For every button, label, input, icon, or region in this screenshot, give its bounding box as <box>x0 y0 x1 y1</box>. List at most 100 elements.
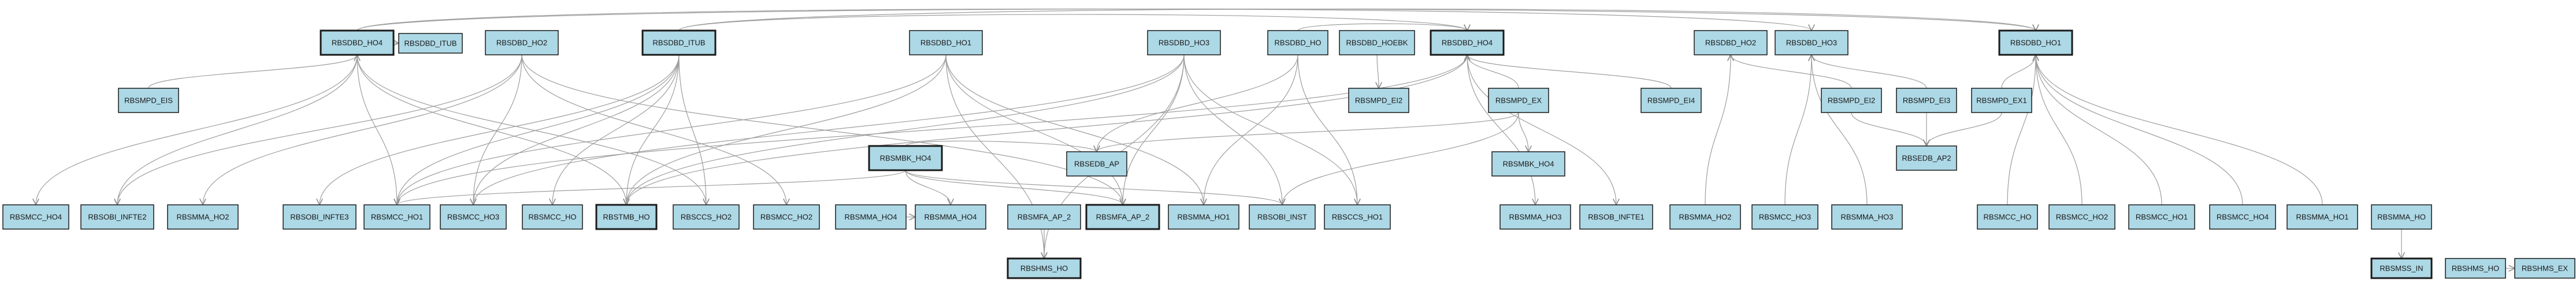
edge-rbsmma-ho1-b-to-rbsdbd-ho1-b <box>2036 55 2323 205</box>
edge-rbsmpd-ei2-b-to-rbsdbd-ho2-b <box>1731 54 1852 89</box>
edge-rbsmbk-ho4-to-rbsmfa-ap-2-b <box>905 170 1123 205</box>
node-label: RBSDBD_HO2 <box>496 39 547 47</box>
edge-rbsdbd-itub-2-to-rbsmcc-ho <box>552 54 680 205</box>
node-box <box>1085 204 1160 230</box>
node-box <box>1971 88 2032 113</box>
edge-rbsdbd-itub-2-to-rbstmb-ho <box>626 54 680 205</box>
node-label: RBSMCC_HO3 <box>447 213 499 222</box>
edge-rbsdbd-ho-to-rbsccs-ho1 <box>1297 54 1357 205</box>
edge-rbsdbd-ho4-b-to-rbstmb-ho <box>626 54 1468 205</box>
node-rbstmb-ho: RBSTMB_HO <box>595 204 658 230</box>
node-box <box>1339 30 1415 55</box>
edge-rbsdbd-ho4-b-to-rbsob-infte1 <box>1467 54 1616 205</box>
edge-rbsmpd-ei4-to-rbsdbd-ho4-b <box>1467 54 1672 89</box>
node-label: RBSOBI_INFTE3 <box>290 213 348 222</box>
node-box <box>673 204 740 230</box>
node-label: RBSMMA_HO3 <box>1840 213 1893 222</box>
node-box <box>835 204 907 230</box>
edge-rbsdbd-itub-2-to-rbsdbd-ho4-b <box>678 14 1467 31</box>
edge-rbsdbd-ho4-to-rbsccs-ho2 <box>357 54 706 205</box>
edge-rbsmcc-ho3-b-to-rbsdbd-ho3-b <box>1784 55 1812 205</box>
edge-rbsdbd-ho4-to-rbsdbd-ho3-b <box>357 8 1812 31</box>
edge-rbsmbk-ho4-to-rbsobi-inst <box>905 170 1282 205</box>
node-box <box>1694 30 1768 55</box>
edge-rbsdbd-itub-2-to-rbsmcc-ho3 <box>473 54 680 205</box>
node-label: RBSMCC_HO4 <box>10 213 62 222</box>
node-label: RBSMMA_HO <box>2377 213 2426 222</box>
node-rbsedb-ap2: RBSEDB_AP2 <box>1896 145 1957 171</box>
node-box <box>2287 204 2358 230</box>
edge-rbsdbd-ho3-to-rbsobi-inst <box>1183 54 1282 205</box>
edge-rbsdbd-ho3-to-rbsccs-ho1 <box>1183 54 1357 205</box>
edge-rbsdbd-ho1-top-to-rbsmfa-ap-2-b <box>945 54 1123 205</box>
edge-rbsmbk-ho4-to-rbsedb-ap <box>905 140 1097 152</box>
edge-rbsdbd-ho1-top-to-rbsmcc-ho1 <box>397 54 946 205</box>
node-rbsmpd-ei4: RBSMPD_EI4 <box>1640 88 1702 113</box>
node-box <box>1775 30 1849 55</box>
node-rbsdbd-ho2-b: RBSDBD_HO2 <box>1694 30 1768 55</box>
node-rbsccs-ho1: RBSCCS_HO1 <box>1324 204 1391 230</box>
node-box <box>641 29 717 56</box>
node-rbsmpd-ei2-b: RBSMPD_EI2 <box>1821 88 1882 113</box>
edge-rbsdbd-ho4-to-rbsdbd-ho1-b <box>357 8 2036 31</box>
edge-rbsmma-ho3-b-to-rbsdbd-ho3-b <box>1812 55 1868 205</box>
node-rbsdbd-ho2: RBSDBD_HO2 <box>485 30 559 55</box>
node-rbsccs-ho2: RBSCCS_HO2 <box>673 204 740 230</box>
node-label: RBSMFA_AP_2 <box>1018 213 1071 222</box>
node-box <box>283 204 357 230</box>
node-label: RBSOBI_INFTE2 <box>88 213 146 222</box>
node-box <box>1499 204 1571 230</box>
node-box <box>1491 151 1565 177</box>
edge-rbsdbd-ho4-to-rbstmb-ho <box>357 54 626 205</box>
node-rbsmma-ho3-b: RBSMMA_HO3 <box>1831 204 1903 230</box>
node-box <box>2371 204 2432 230</box>
edge-rbsdbd-ho4-b-to-rbsmma-ho3 <box>1467 54 1535 205</box>
node-rbsdbd-ho4: RBSDBD_HO4 <box>320 29 395 56</box>
node-label: RBSMCC_HO1 <box>2136 213 2188 222</box>
node-label: RBSMMA_HO4 <box>924 213 977 222</box>
edge-rbsmpd-ex-to-rbsmbk-ho4-b <box>1518 112 1528 152</box>
node-box <box>1977 204 2038 230</box>
edge-rbsdbd-ho-to-rbsedb-ap <box>1097 54 1298 152</box>
node-rbsmcc-ho3-b: RBSMCC_HO3 <box>1751 204 1818 230</box>
node-label: RBSMPD_EX <box>1495 96 1542 105</box>
node-rbsmma-ho4-b: RBSMMA_HO4 <box>915 204 986 230</box>
node-box <box>2048 204 2115 230</box>
node-label: RBSMCC_HO4 <box>2217 213 2269 222</box>
node-label: RBSOBI_INST <box>1257 213 1307 222</box>
node-box <box>1579 204 1653 230</box>
edge-rbsdbd-ho3-to-rbsmfa-ap-2-b <box>1123 54 1185 205</box>
node-label: RBSMMA_HO3 <box>1509 213 1561 222</box>
node-label: RBSMMA_HO2 <box>176 213 229 222</box>
node-rbsmss-in: RBSMSS_IN <box>2370 257 2433 279</box>
node-rbsmma-ho1: RBSMMA_HO1 <box>1168 204 1239 230</box>
edge-rbsdbd-ho4-to-rbsobi-infte2 <box>117 54 358 205</box>
node-box <box>1751 204 1818 230</box>
edge-rbsmcc-ho2-b-to-rbsdbd-ho1-b <box>2036 55 2083 205</box>
node-rbsmpd-ex: RBSMPD_EX <box>1488 88 1549 113</box>
edge-rbsdbd-ho-to-rbsmma-ho1 <box>1204 54 1298 205</box>
edge-rbsdbd-ho2-to-rbsmma-ho2 <box>203 54 522 205</box>
edge-rbsdbd-ho2-to-rbsmfa-ap-2-b <box>521 54 1123 205</box>
node-box <box>167 204 239 230</box>
node-label: RBSMFA_AP_2 <box>1096 213 1150 222</box>
node-rbsmma-ho2: RBSMMA_HO2 <box>167 204 239 230</box>
edge-rbsdbd-ho3-to-rbstmb-ho <box>626 54 1185 205</box>
node-label: RBSMPD_EI3 <box>1903 96 1950 105</box>
node-rbsmpd-ex1: RBSMPD_EX1 <box>1971 88 2032 113</box>
node-label: RBSMSS_IN <box>2380 264 2423 273</box>
edges-layer <box>36 8 2515 269</box>
node-label: RBSMPD_EX1 <box>1976 96 2026 105</box>
node-rbsmcc-ho1-b: RBSMCC_HO1 <box>2128 204 2195 230</box>
node-label: RBSMBK_HO4 <box>1503 160 1554 168</box>
node-label: RBSEDB_AP <box>1074 160 1119 168</box>
node-rbsobi-infte2: RBSOBI_INFTE2 <box>80 204 154 230</box>
node-rbsmpd-ei3: RBSMPD_EI3 <box>1896 88 1957 113</box>
node-label: RBSDBD_ITUB <box>652 39 705 47</box>
node-rbshms-ho: RBSHMS_HO <box>1007 257 1082 279</box>
node-box <box>118 88 179 113</box>
edge-rbsmbk-ho4-to-rbsmma-ho4-b <box>905 170 951 205</box>
node-label: RBSOB_INFTE1 <box>1588 213 1645 222</box>
